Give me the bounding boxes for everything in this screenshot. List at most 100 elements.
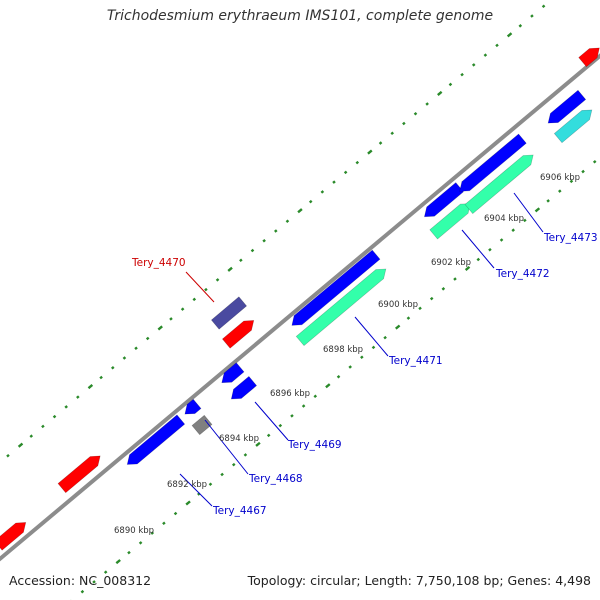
tick-mark: [290, 414, 294, 418]
gene-label-tery-4469[interactable]: Tery_4469: [287, 439, 342, 451]
tick-mark: [185, 500, 191, 506]
tick-mark: [157, 325, 163, 331]
selected-gene-box: [210, 296, 248, 330]
kbp-label: 6898 kbp: [323, 345, 363, 355]
tick-mark: [220, 472, 224, 477]
reverse-gene-arrow: [547, 89, 587, 124]
tick-mark: [371, 345, 376, 350]
accession-text: Accession: NC_008312: [9, 573, 152, 588]
tick-mark: [471, 63, 476, 67]
tick-mark: [360, 355, 364, 359]
tick-mark: [134, 346, 138, 350]
tick-mark: [274, 229, 278, 233]
tick-mark: [255, 441, 261, 447]
tick-mark: [499, 238, 504, 242]
label-leader-line: [461, 229, 495, 269]
tick-mark: [301, 404, 306, 408]
tick-mark: [558, 189, 562, 193]
tick-mark: [41, 424, 45, 429]
tick-mark: [418, 306, 422, 311]
tick-mark: [169, 317, 173, 321]
tick-mark: [99, 375, 103, 380]
tick-mark: [103, 570, 108, 574]
tick-mark: [523, 218, 527, 223]
tick-mark: [92, 580, 96, 584]
gene-label-tery-4468[interactable]: Tery_4468: [248, 473, 303, 485]
tick-mark: [390, 131, 394, 136]
tick-mark: [332, 180, 336, 184]
tick-mark: [464, 265, 471, 272]
tick-mark: [534, 207, 541, 213]
tick-mark: [262, 239, 266, 243]
tick-mark: [87, 384, 94, 390]
tick-mark: [227, 266, 233, 272]
tick-mark: [413, 111, 418, 116]
tick-mark: [511, 228, 515, 232]
tick-mark: [192, 297, 197, 302]
reverse-gene-arrow: [459, 133, 527, 192]
gene-features: [0, 47, 600, 551]
cds-feature-box: [429, 203, 471, 240]
gene-label-tery-4470[interactable]: Tery_4470: [131, 257, 186, 269]
tick-mark: [231, 462, 236, 467]
tick-mark: [325, 383, 331, 389]
kbp-label: 6906 kbp: [540, 173, 580, 183]
tick-mark: [173, 511, 178, 516]
tick-mark: [581, 169, 585, 174]
kbp-label: 6900 kbp: [378, 300, 418, 310]
tick-mark: [476, 257, 481, 262]
label-leader-line: [179, 473, 213, 507]
label-leader-line: [354, 316, 389, 357]
tick-mark: [115, 559, 121, 565]
tick-mark: [336, 374, 341, 379]
tick-mark: [52, 414, 57, 419]
tick-mark: [76, 395, 80, 399]
gene-label-tery-4471[interactable]: Tery_4471: [388, 355, 443, 367]
gene-label-tery-4472[interactable]: Tery_4472: [495, 268, 550, 280]
tick-mark: [297, 208, 303, 214]
label-leader-line: [185, 271, 215, 303]
tick-mark: [453, 277, 457, 281]
tick-track-inner: [6, 4, 546, 458]
tick-mark: [348, 365, 352, 369]
forward-gene-arrow: [0, 522, 27, 551]
tick-mark: [569, 179, 574, 184]
tick-mark: [541, 4, 546, 9]
tick-mark: [483, 53, 488, 57]
label-leaders: [179, 192, 544, 507]
tick-mark: [145, 336, 150, 341]
tick-mark: [208, 482, 213, 486]
tick-mark: [239, 258, 243, 263]
tick-mark: [122, 356, 127, 360]
tick-mark: [383, 335, 387, 340]
genome-summary-text: Topology: circular; Length: 7,750,108 bp…: [247, 573, 591, 588]
tick-mark: [17, 442, 24, 448]
tick-mark: [180, 307, 185, 311]
reverse-gene-arrow: [424, 182, 464, 218]
tick-mark: [425, 102, 429, 106]
kbp-label: 6890 kbp: [114, 526, 154, 536]
tick-mark: [138, 541, 143, 545]
tick-mark: [530, 14, 534, 18]
label-leader-line: [513, 192, 544, 233]
tick-mark: [367, 149, 373, 155]
kbp-label: 6896 kbp: [270, 389, 310, 399]
gene-label-tery-4467[interactable]: Tery_4467: [212, 505, 267, 517]
tick-mark: [313, 394, 318, 399]
tick-mark: [495, 43, 499, 48]
tick-mark: [355, 160, 360, 165]
tick-mark: [395, 324, 401, 330]
tick-mark: [518, 24, 523, 28]
gene-label-tery-4473[interactable]: Tery_4473: [543, 232, 598, 244]
tick-mark: [266, 433, 271, 438]
tick-mark: [378, 141, 383, 145]
tick-mark: [308, 199, 313, 204]
tick-mark: [343, 170, 348, 175]
forward-gene-arrow: [578, 47, 600, 68]
cds-feature-box: [464, 154, 534, 215]
reverse-gene-arrow: [230, 375, 258, 400]
tick-mark: [64, 405, 68, 409]
tick-mark: [243, 453, 248, 457]
